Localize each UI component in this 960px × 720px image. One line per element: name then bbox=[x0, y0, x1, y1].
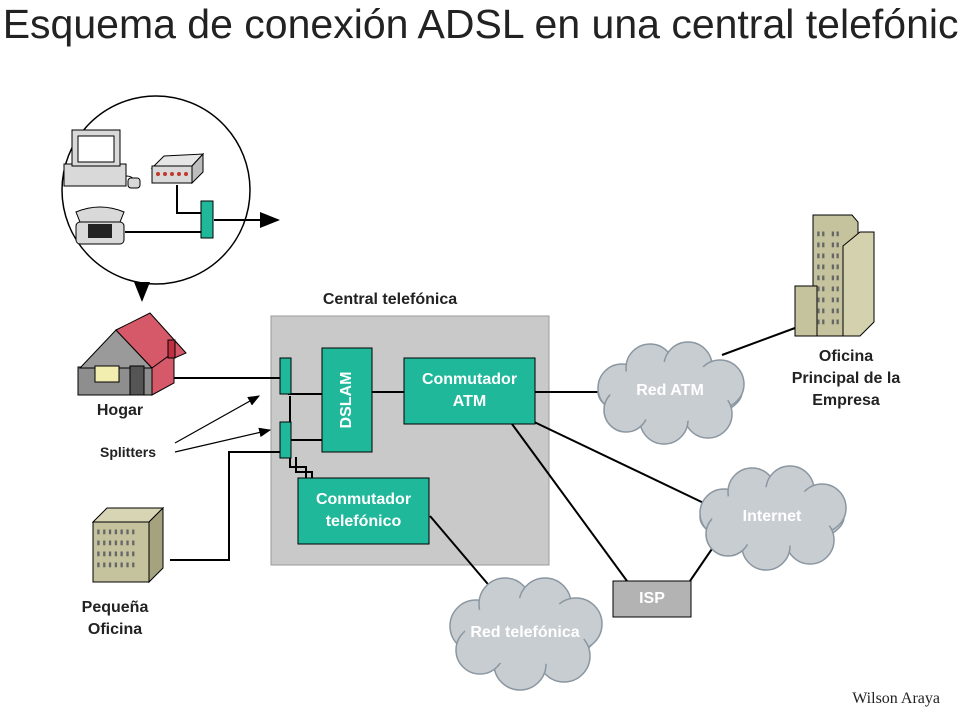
dslam-label: DSLAM bbox=[338, 371, 355, 429]
connection-lines bbox=[125, 185, 796, 597]
splitters-pointer bbox=[174, 395, 261, 444]
oficina-principal-label: Oficina Principal de la Empresa bbox=[791, 348, 901, 409]
splitters-label: Splitters bbox=[99, 444, 156, 460]
dslam-box bbox=[321, 347, 373, 453]
internet-label: Internet bbox=[742, 508, 802, 525]
conmutador-telefonico-box bbox=[297, 477, 430, 545]
modem-icon bbox=[150, 152, 205, 185]
splitter bbox=[279, 357, 292, 395]
splitter bbox=[279, 421, 292, 459]
conmutador-atm-label: Conmutador ATM bbox=[421, 371, 518, 410]
computer-icon bbox=[63, 129, 141, 189]
credit: Wilson Araya bbox=[852, 690, 940, 707]
conmutador-telefonico-label: Conmutador telefónico bbox=[315, 491, 412, 530]
isp-label: ISP bbox=[639, 590, 665, 607]
building-windows: ▮▮ ▮▮ ▮▮ ▮▮ ▮▮ ▮▮ ▮▮ ▮▮ ▮▮ ▮▮ ▮▮ ▮▮ ▮▮ ▮… bbox=[816, 229, 841, 326]
pequena-oficina-label: Pequeña Oficina bbox=[81, 599, 149, 638]
house-icon bbox=[77, 312, 187, 396]
red-atm-label: Red ATM bbox=[636, 382, 704, 399]
red-telefonica-label: Red telefónica bbox=[470, 624, 580, 641]
splitter bbox=[200, 200, 214, 239]
small-office-building-icon bbox=[91, 506, 165, 584]
building-windows: ▮▮▮▮▮▮▮ ▮▮▮▮▮▮▮ ▮▮▮▮▮▮▮ ▮▮▮▮▮▮▮ bbox=[96, 527, 137, 569]
splitters-pointer bbox=[174, 427, 272, 453]
home-detail-circle bbox=[61, 95, 251, 285]
page-title: Esquema de conexión ADSL en una central … bbox=[2, 1, 960, 47]
telephone-icon bbox=[75, 206, 125, 245]
conmutador-atm-box bbox=[403, 357, 536, 425]
hogar-label: Hogar bbox=[96, 402, 144, 419]
isp-box bbox=[612, 580, 692, 618]
main-office-building-icon bbox=[794, 214, 875, 337]
central-label: Central telefónica bbox=[322, 291, 458, 308]
